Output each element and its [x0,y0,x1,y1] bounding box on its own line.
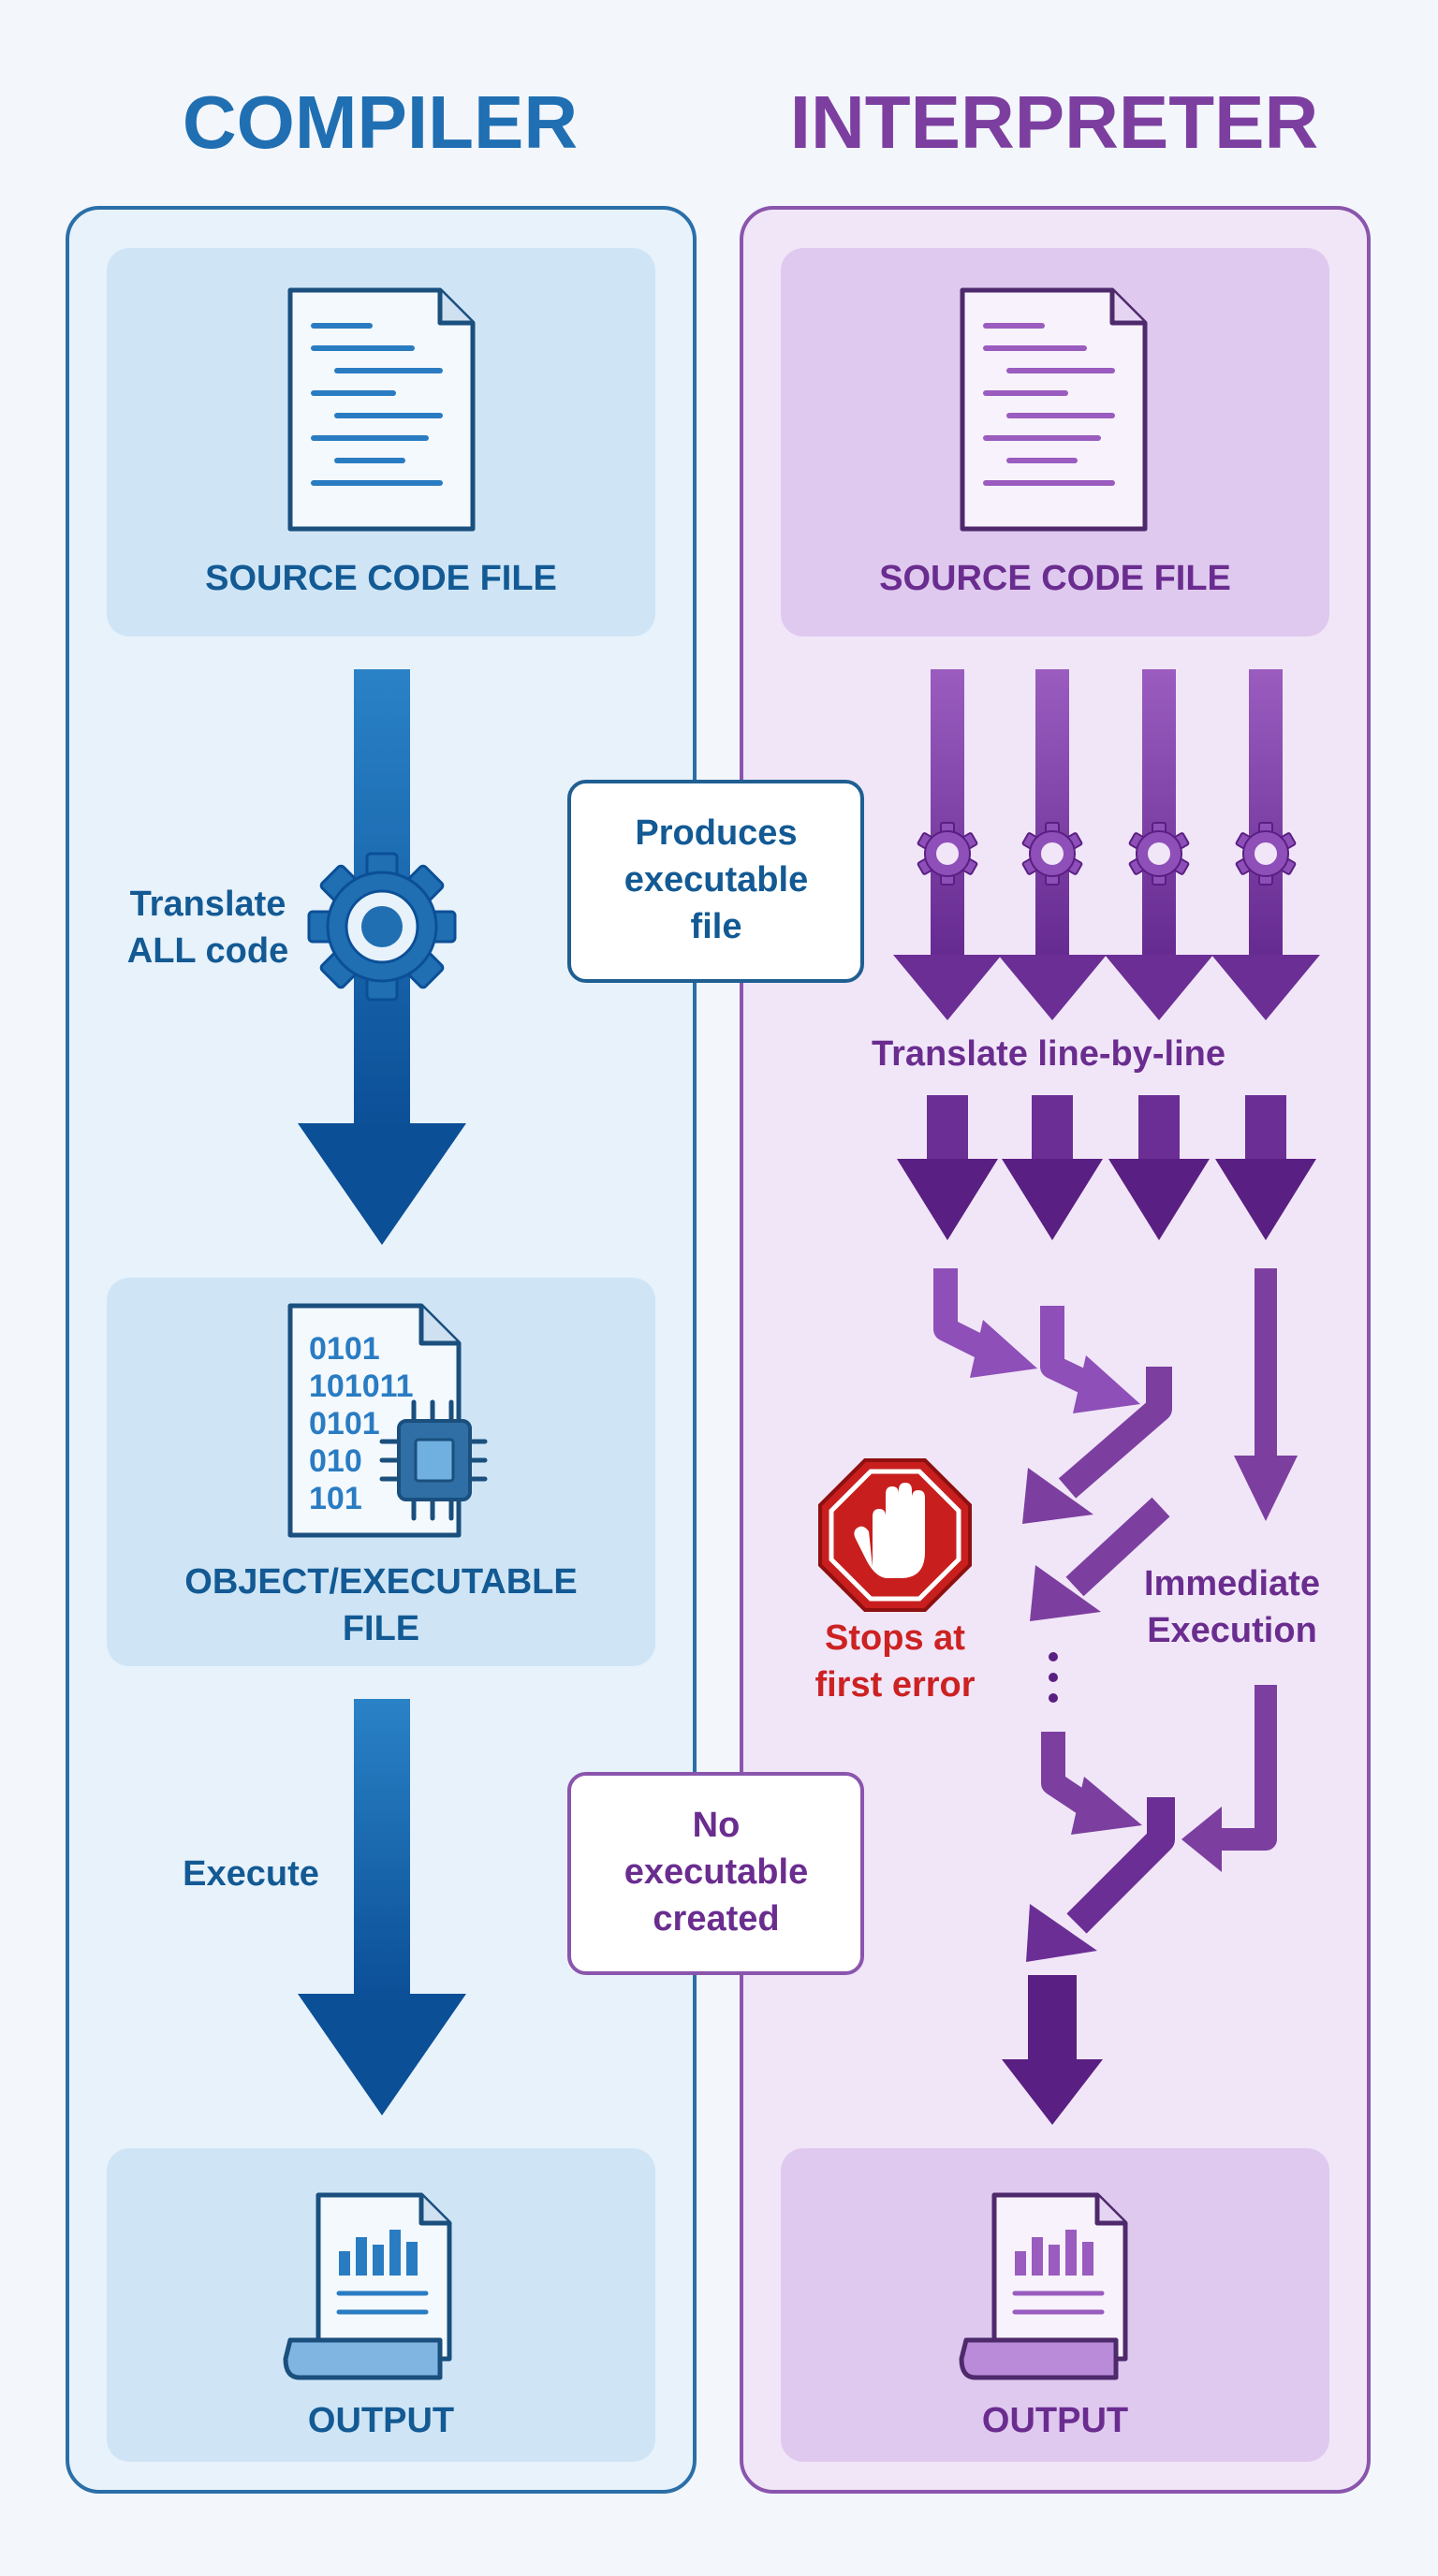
binary-line-3: 0101 [309,1406,380,1442]
converge-arrows [1026,1685,1277,1962]
short-arrow-3 [1108,1095,1210,1240]
gear-icon [1021,822,1083,886]
binary-line-2: 101011 [309,1368,414,1404]
gear-icon [1128,822,1190,886]
compiler-source-label: SOURCE CODE FILE [205,559,557,598]
compiler-object-label-line1: OBJECT/EXECUTABLE [184,1562,577,1602]
execute-arrow [298,1699,466,2115]
converge-left-arrow [1041,1732,1142,1835]
immediate-execution-line1: Immediate [1144,1564,1320,1603]
no-exec-line2: executable [624,1852,808,1892]
line-arrow-3 [1105,669,1213,1020]
document-icon [287,287,476,532]
bent-arrow-1 [933,1268,1037,1378]
compiler-object-label-line2: FILE [343,1609,419,1648]
translate-all-label-line1: Translate [130,885,286,924]
stop-hand-icon [818,1458,972,1612]
line-arrow-4 [1211,669,1320,1020]
final-output-arrow [1002,1975,1103,2125]
binary-line-1: 0101 [309,1331,380,1367]
produces-line3: file [691,907,742,946]
no-exec-line1: No [693,1806,741,1845]
chip-icon [379,1399,488,1521]
converge-right-arrow [1181,1685,1277,1872]
no-executable-callout: No executable created [567,1772,864,1975]
interpreter-output-label: OUTPUT [982,2401,1128,2440]
binary-line-4: 010 [309,1443,362,1479]
immediate-execution-line2: Execution [1147,1611,1317,1650]
merge-flow-arrows [933,1268,1298,1621]
interpreter-title: INTERPRETER [790,80,1319,164]
no-exec-line3: created [653,1899,779,1939]
line-by-line-arrows [893,669,1320,1020]
translate-all-label-line2: ALL code [127,931,288,971]
binary-line-5: 101 [309,1481,362,1516]
interpreter-source-label: SOURCE CODE FILE [879,559,1231,598]
translate-line-by-line-label: Translate line-by-line [872,1034,1225,1074]
compiler-title: COMPILER [183,80,578,164]
gear-icon [917,822,978,886]
gear-icon [307,852,457,1002]
line-arrows-row-2 [897,1095,1316,1240]
short-arrow-1 [897,1095,998,1240]
straight-arrow-right [1234,1268,1298,1521]
gear-icon [1235,822,1297,886]
ellipsis-dots [1049,1652,1058,1703]
chart-document-icon [283,2192,452,2380]
error-label-line2: first error [814,1665,975,1705]
bent-arrow-2 [1040,1306,1140,1413]
compiler-output-label: OUTPUT [308,2401,454,2440]
line-arrow-1 [893,669,1002,1020]
short-arrow-4 [1215,1095,1316,1240]
diagonal-arrow-2 [1030,1497,1170,1621]
error-label-line1: Stops at [825,1618,965,1658]
produces-line1: Produces [635,813,797,853]
chart-document-icon [959,2192,1128,2380]
diagonal-arrow-1 [1022,1367,1172,1524]
short-arrow-2 [1002,1095,1103,1240]
line-arrow-2 [998,669,1107,1020]
document-icon [960,287,1148,532]
produces-line2: executable [624,860,808,900]
execute-label: Execute [183,1854,319,1894]
produces-executable-callout: Produces executable file [567,780,864,983]
converge-diagonal-arrow [1026,1797,1175,1962]
